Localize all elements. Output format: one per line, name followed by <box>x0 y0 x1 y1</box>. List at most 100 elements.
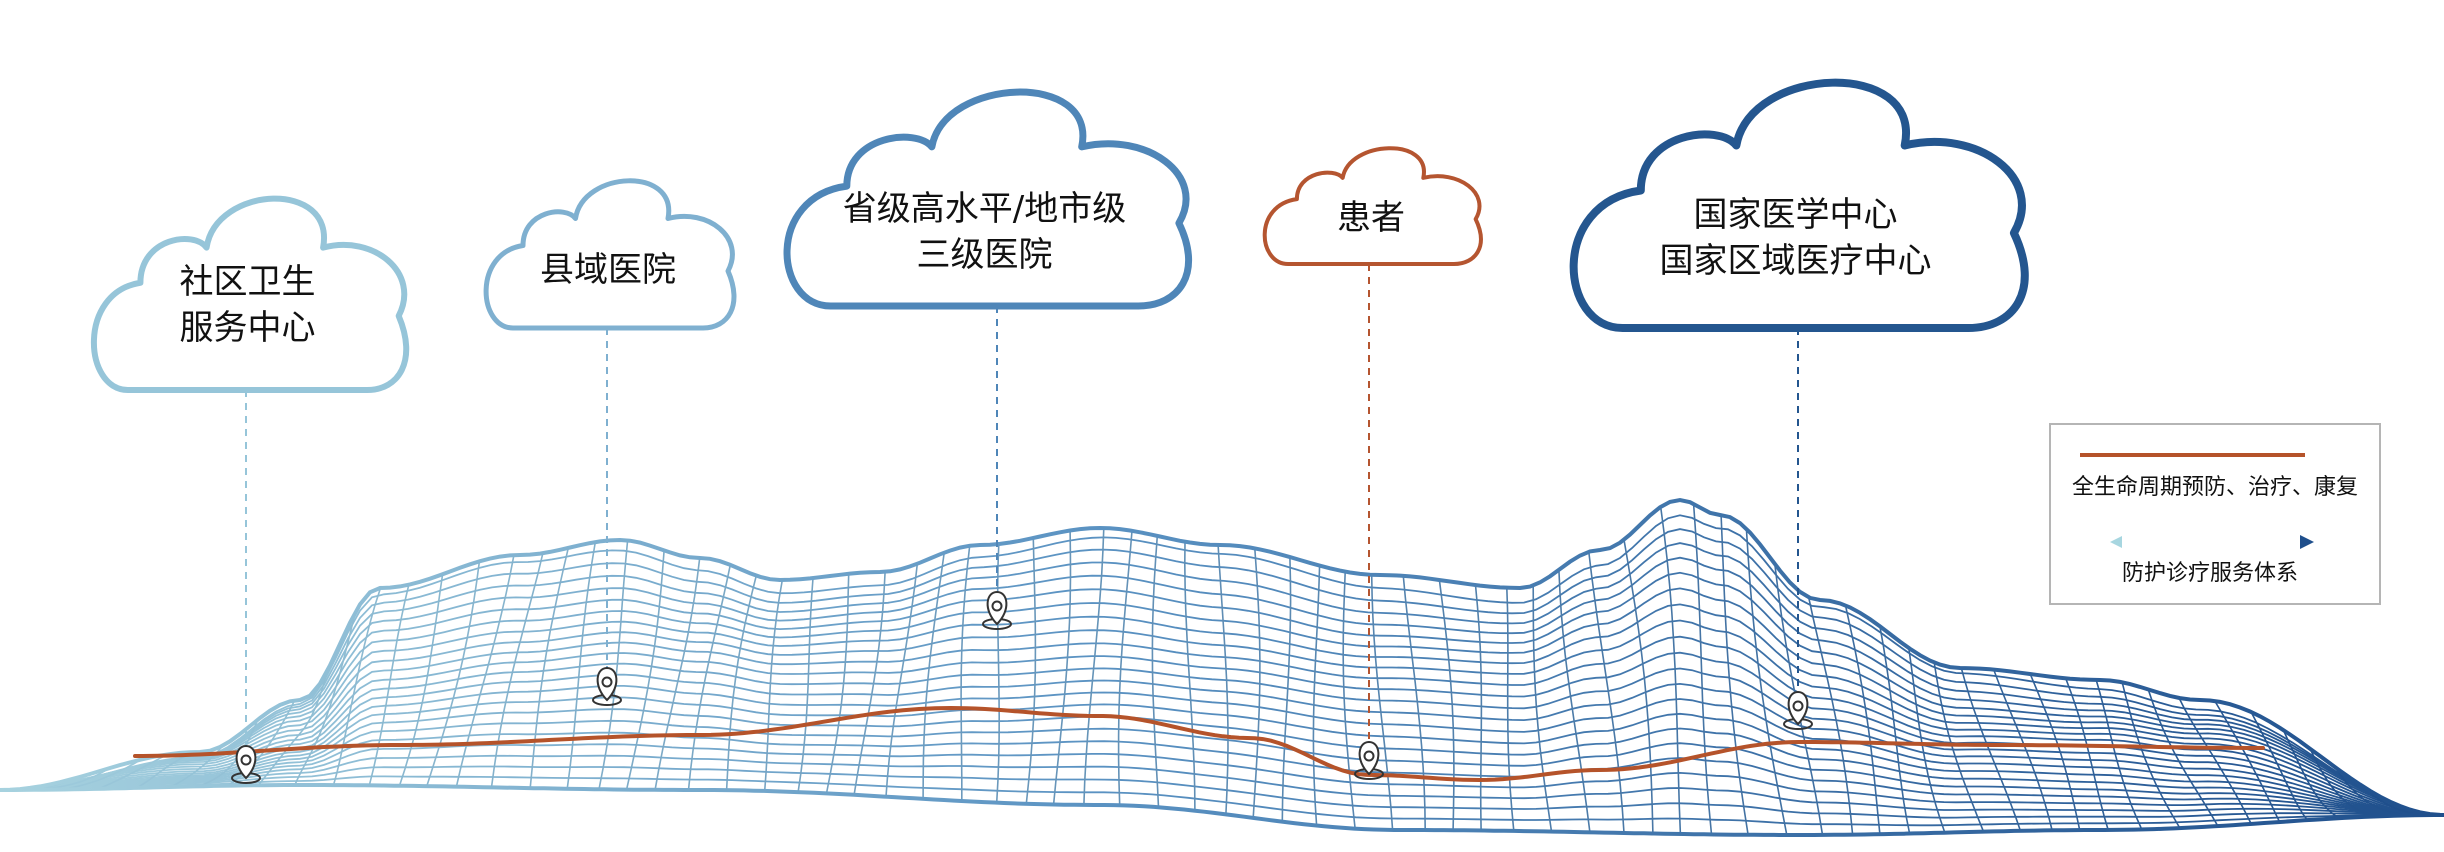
location-pins <box>231 590 1813 784</box>
mesh-column <box>2250 711 2308 821</box>
mesh-column <box>199 719 259 788</box>
mesh-column <box>1312 565 1321 826</box>
cloud-label-provincial: 三级医院 <box>917 235 1053 275</box>
mesh-column <box>529 547 570 789</box>
mesh-column <box>1844 605 1881 835</box>
map-pin-icon <box>592 666 622 706</box>
terrain-outline <box>0 497 2444 837</box>
mesh-column <box>1370 574 1394 831</box>
mesh-column <box>1217 544 1229 815</box>
mesh-column <box>2147 689 2219 827</box>
cloud-icon <box>1262 146 1483 266</box>
terrain-mesh <box>0 497 2444 837</box>
mesh-row <box>0 685 2437 818</box>
mesh-column <box>2029 673 2081 831</box>
mesh-column <box>625 550 665 790</box>
mesh-column <box>1745 528 1788 835</box>
mesh-column <box>1117 530 1133 806</box>
legend-arrow-right-icon <box>2300 535 2314 549</box>
mesh-column <box>136 751 194 789</box>
mesh-row <box>0 696 2437 817</box>
mesh-column <box>1720 514 1749 835</box>
mesh-column <box>1879 626 1911 834</box>
mesh-column <box>1025 537 1037 804</box>
cloud-patient: 患者 <box>1262 146 1483 266</box>
mesh-column <box>797 577 814 793</box>
cloud-county: 县域医院 <box>483 178 737 331</box>
mesh-column <box>1083 527 1105 805</box>
cloud-label-community: 服务中心 <box>180 308 316 348</box>
mesh-column <box>426 561 481 787</box>
mesh-column <box>1992 669 2053 831</box>
mesh-column <box>725 575 758 791</box>
mesh-column <box>257 669 329 786</box>
mesh-column <box>1960 667 2022 832</box>
mesh-column <box>1659 506 1682 835</box>
mesh-row <box>0 731 2437 816</box>
mesh-row <box>0 571 2437 814</box>
cloud-label-national: 国家区域医疗中心 <box>1660 241 1932 281</box>
mesh-row <box>0 673 2437 818</box>
mesh-column <box>1052 530 1072 805</box>
mesh-column <box>763 579 784 791</box>
mesh-column <box>1151 535 1160 808</box>
mesh-column <box>885 563 919 797</box>
mesh-column <box>2121 682 2181 829</box>
mesh-column <box>825 573 850 794</box>
mesh-column <box>1252 548 1261 818</box>
mesh-column <box>1692 503 1713 835</box>
mesh-row <box>0 556 2437 813</box>
cloud-label-patient: 患者 <box>1337 198 1405 238</box>
mesh-column <box>654 557 701 790</box>
legend-system-label: 防护诊疗服务体系 <box>2122 561 2298 586</box>
mesh-column <box>1281 556 1292 822</box>
mesh-column <box>1474 584 1483 831</box>
legend: 全生命周期预防、治疗、康复 防护诊疗服务体系 <box>2049 423 2381 605</box>
lifecycle-path <box>133 705 2265 783</box>
mesh-column <box>1183 541 1196 811</box>
legend-arrow-left-icon <box>2110 536 2122 548</box>
mesh-column <box>1807 597 1854 835</box>
mesh-column <box>598 540 629 790</box>
mesh-column <box>332 587 382 786</box>
mesh-column <box>294 612 356 786</box>
mesh-column <box>1438 579 1455 831</box>
map-pin-icon <box>231 744 261 784</box>
map-pin-icon <box>982 590 1012 630</box>
mesh-column <box>1506 587 1515 831</box>
mesh-column <box>2095 679 2143 830</box>
mesh-row <box>0 635 2437 818</box>
connector-lines <box>245 264 1799 754</box>
mesh-column <box>97 753 168 790</box>
mesh-column <box>2178 697 2252 825</box>
mesh-row <box>0 603 2437 816</box>
mesh-row <box>0 719 2437 816</box>
map-pin-icon <box>1783 690 1813 730</box>
mesh-row <box>0 542 2437 813</box>
mesh-column <box>1402 575 1426 831</box>
mesh-column <box>2282 729 2340 819</box>
mesh-column <box>2309 748 2377 818</box>
mesh-column <box>1933 662 1985 832</box>
mesh-column <box>995 543 1001 803</box>
mesh-row <box>0 743 2437 816</box>
cloud-icon <box>1569 78 2029 332</box>
mesh-column <box>922 552 945 799</box>
mesh-column <box>455 555 515 787</box>
cloud-label-provincial: 省级高水平/地市级 <box>843 189 1126 229</box>
mesh-column <box>1623 539 1654 834</box>
mesh-column <box>853 571 886 796</box>
mesh-column <box>1532 585 1553 832</box>
mesh-column <box>687 564 732 791</box>
mesh-column <box>566 541 597 789</box>
mesh-column <box>960 545 971 801</box>
cloud-label-national: 国家医学中心 <box>1694 195 1898 235</box>
mesh-row <box>0 775 2436 827</box>
cloud-label-county: 县域医院 <box>540 250 676 290</box>
mesh-row <box>0 662 2437 818</box>
mesh-column <box>1588 551 1625 834</box>
mesh-column <box>398 574 444 786</box>
cloud-icon <box>90 195 410 393</box>
